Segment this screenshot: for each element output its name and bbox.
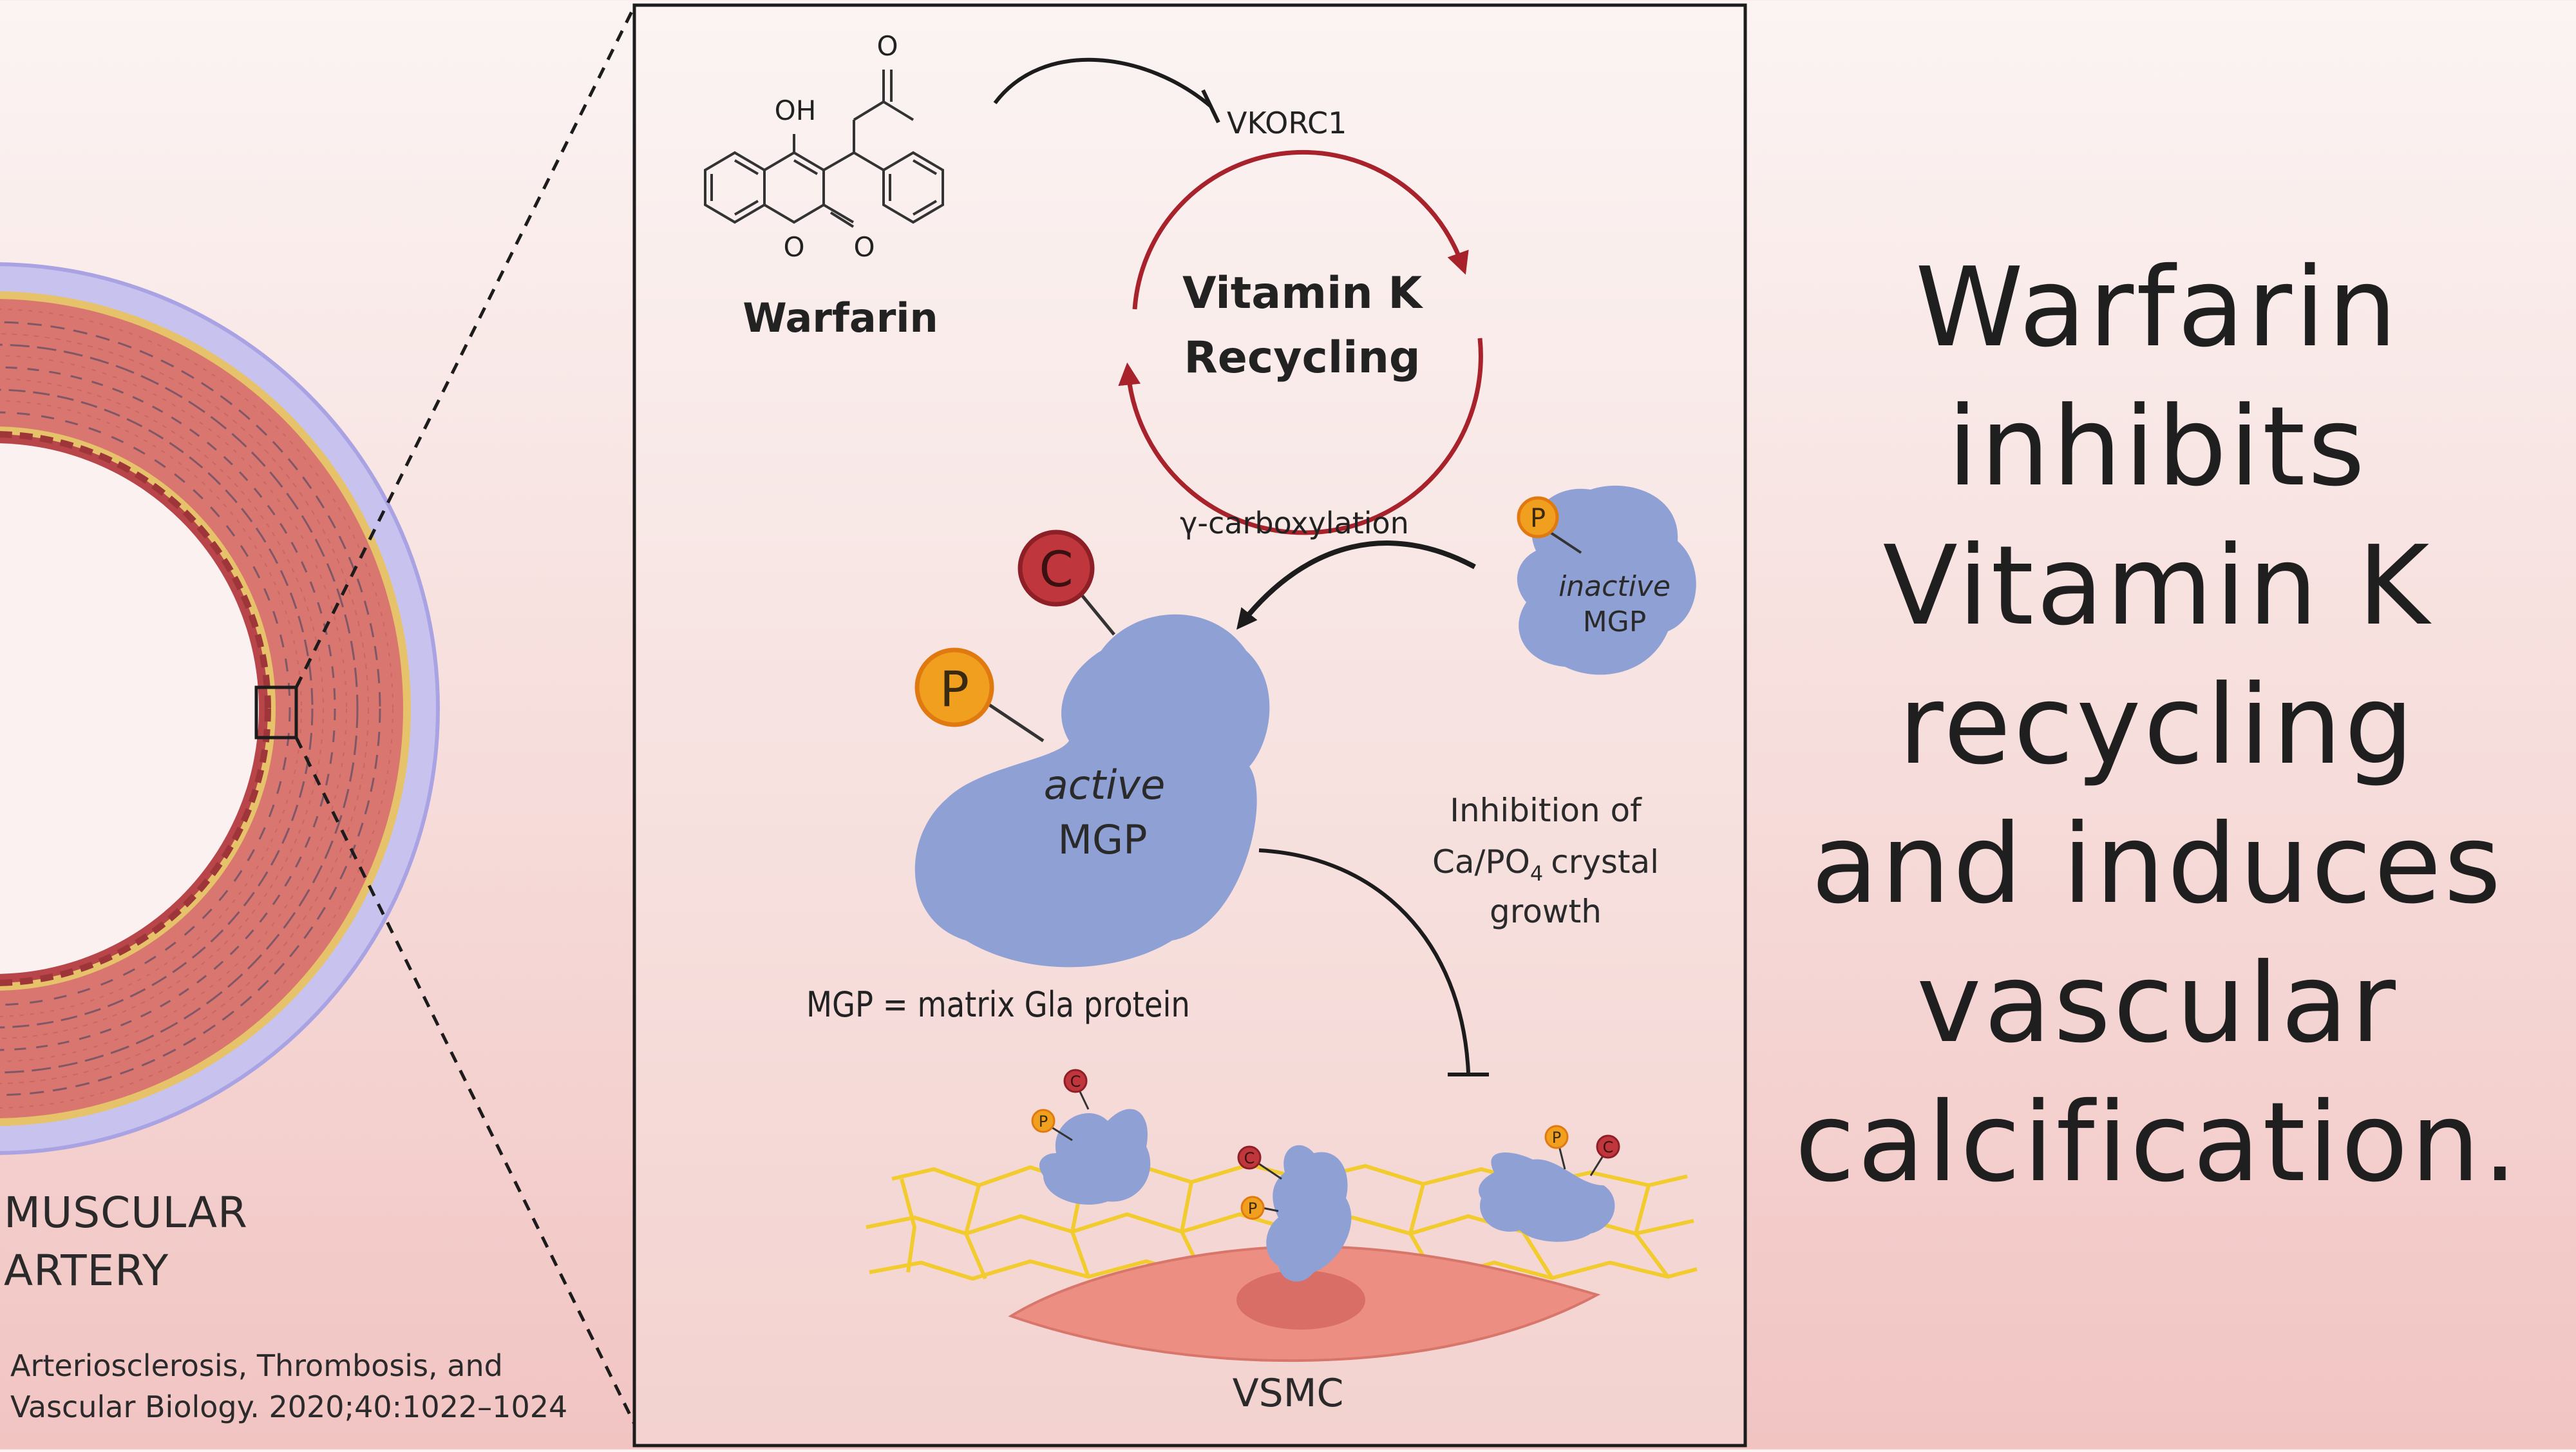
- headline-line-5: and induces: [1811, 801, 2504, 928]
- headline-line-2: inhibits: [1947, 383, 2368, 511]
- artery-label-line-2: ARTERY: [4, 1246, 169, 1295]
- vsmc-nucleus: [1236, 1270, 1365, 1330]
- headline: Warfarin inhibits Vitamin K recycling an…: [1761, 238, 2553, 1212]
- matrix-mgp-right-c-badge: [1596, 1134, 1620, 1159]
- matrix-mgp-left: P C: [1031, 1069, 1151, 1205]
- vsmc-label: VSMC: [1233, 1371, 1344, 1416]
- inhibition-line-3: growth: [1490, 893, 1602, 930]
- warfarin-carbonyl-o-label: O: [853, 231, 875, 263]
- matrix-mgp-right-c-label: C: [1603, 1138, 1614, 1156]
- headline-line-7: calcification.: [1795, 1079, 2520, 1207]
- mgp-definition: MGP = matrix Gla protein: [806, 984, 1190, 1025]
- citation-line-1: Arteriosclerosis, Thrombosis, and: [10, 1348, 503, 1383]
- matrix-mgp-center-p-label: P: [1248, 1199, 1257, 1218]
- citation-line-2: Vascular Biology. 2020;40:1022–1024: [10, 1390, 568, 1424]
- inactive-mgp-protein: P inactive MGP: [1517, 485, 1696, 675]
- matrix-mgp-center-c-badge: [1237, 1145, 1262, 1170]
- cycle-title-line-2: Recycling: [1184, 332, 1420, 383]
- matrix-mgp-left-c-label: C: [1070, 1073, 1081, 1091]
- warfarin-inhibition-arc: [993, 57, 1212, 108]
- headline-line-4: recycling: [1898, 662, 2417, 789]
- active-mgp-name: MGP: [1058, 816, 1148, 863]
- warfarin-oh-label: OH: [775, 95, 817, 126]
- active-mgp-protein: C P active MGP: [914, 530, 1270, 968]
- inhibition-line-1: Inhibition of: [1450, 792, 1642, 829]
- inhibition-line-2: Ca/PO4 crystal: [1432, 843, 1659, 886]
- artery-lumen: [0, 443, 259, 974]
- headline-line-6: vascular: [1917, 940, 2398, 1067]
- inactive-mgp-p-label: P: [1530, 504, 1546, 533]
- warfarin-name: Warfarin: [743, 294, 938, 341]
- matrix-mgp-left-p-badge: [1031, 1109, 1056, 1133]
- headline-line-1: Warfarin: [1915, 244, 2400, 372]
- headline-line-3: Vitamin K: [1882, 522, 2432, 650]
- active-mgp-p-badge: [914, 647, 994, 727]
- carboxylation-arrow: [1236, 540, 1476, 630]
- active-mgp-p-label: P: [940, 660, 969, 718]
- inactive-mgp-name: MGP: [1583, 606, 1647, 638]
- matrix-mgp-center-p-badge: [1240, 1196, 1265, 1220]
- artery-zoom-box: [254, 685, 298, 740]
- artery-label: MUSCULAR ARTERY: [4, 1184, 248, 1300]
- inactive-mgp-p-badge: [1517, 496, 1559, 539]
- active-mgp-italic: active: [1044, 761, 1165, 808]
- active-mgp-c-label: C: [1039, 540, 1073, 598]
- warfarin-ring-o-label: O: [783, 231, 804, 263]
- matrix-mgp-center: C P: [1237, 1145, 1352, 1282]
- artery-cross-section: [0, 262, 440, 1155]
- cycle-arc-bottom: [1118, 338, 1483, 535]
- inhibition-crystal-text: crystal: [1551, 843, 1659, 881]
- matrix-mgp-center-c-label: C: [1244, 1149, 1255, 1167]
- inactive-mgp-italic: inactive: [1558, 570, 1671, 603]
- artery-smooth-muscle-waves: [0, 321, 381, 1096]
- warfarin-inhibition-bar: [1201, 89, 1220, 124]
- gamma-carboxylation-label: γ-carboxylation: [1180, 506, 1409, 540]
- matrix-mgp-right-p-label: P: [1552, 1129, 1561, 1147]
- active-mgp-c-badge: [1018, 530, 1095, 607]
- citation: Arteriosclerosis, Thrombosis, and Vascul…: [10, 1345, 567, 1428]
- artery-label-line-1: MUSCULAR: [4, 1188, 248, 1237]
- zoom-line-bottom: [294, 736, 636, 1425]
- warfarin-ketone-o-label: O: [876, 30, 898, 62]
- cycle-arc-top: [1132, 149, 1469, 310]
- vkorc1-label: VKORC1: [1227, 106, 1347, 140]
- zoom-line-top: [294, 5, 636, 689]
- inhibition-subscript: 4: [1530, 861, 1543, 886]
- artery-cell-texture: [0, 309, 393, 1109]
- matrix-mgp-left-p-label: P: [1039, 1113, 1048, 1131]
- warfarin-structure: [704, 70, 944, 228]
- matrix-mgp-left-c-badge: [1063, 1069, 1088, 1093]
- inhibition-capo-text: Ca/PO: [1432, 843, 1530, 881]
- cycle-title-line-1: Vitamin K: [1182, 268, 1423, 319]
- matrix-mgp-right-p-badge: [1544, 1125, 1569, 1149]
- matrix-mgp-right: P C: [1479, 1125, 1620, 1242]
- inhibition-arc: [1258, 848, 1470, 1073]
